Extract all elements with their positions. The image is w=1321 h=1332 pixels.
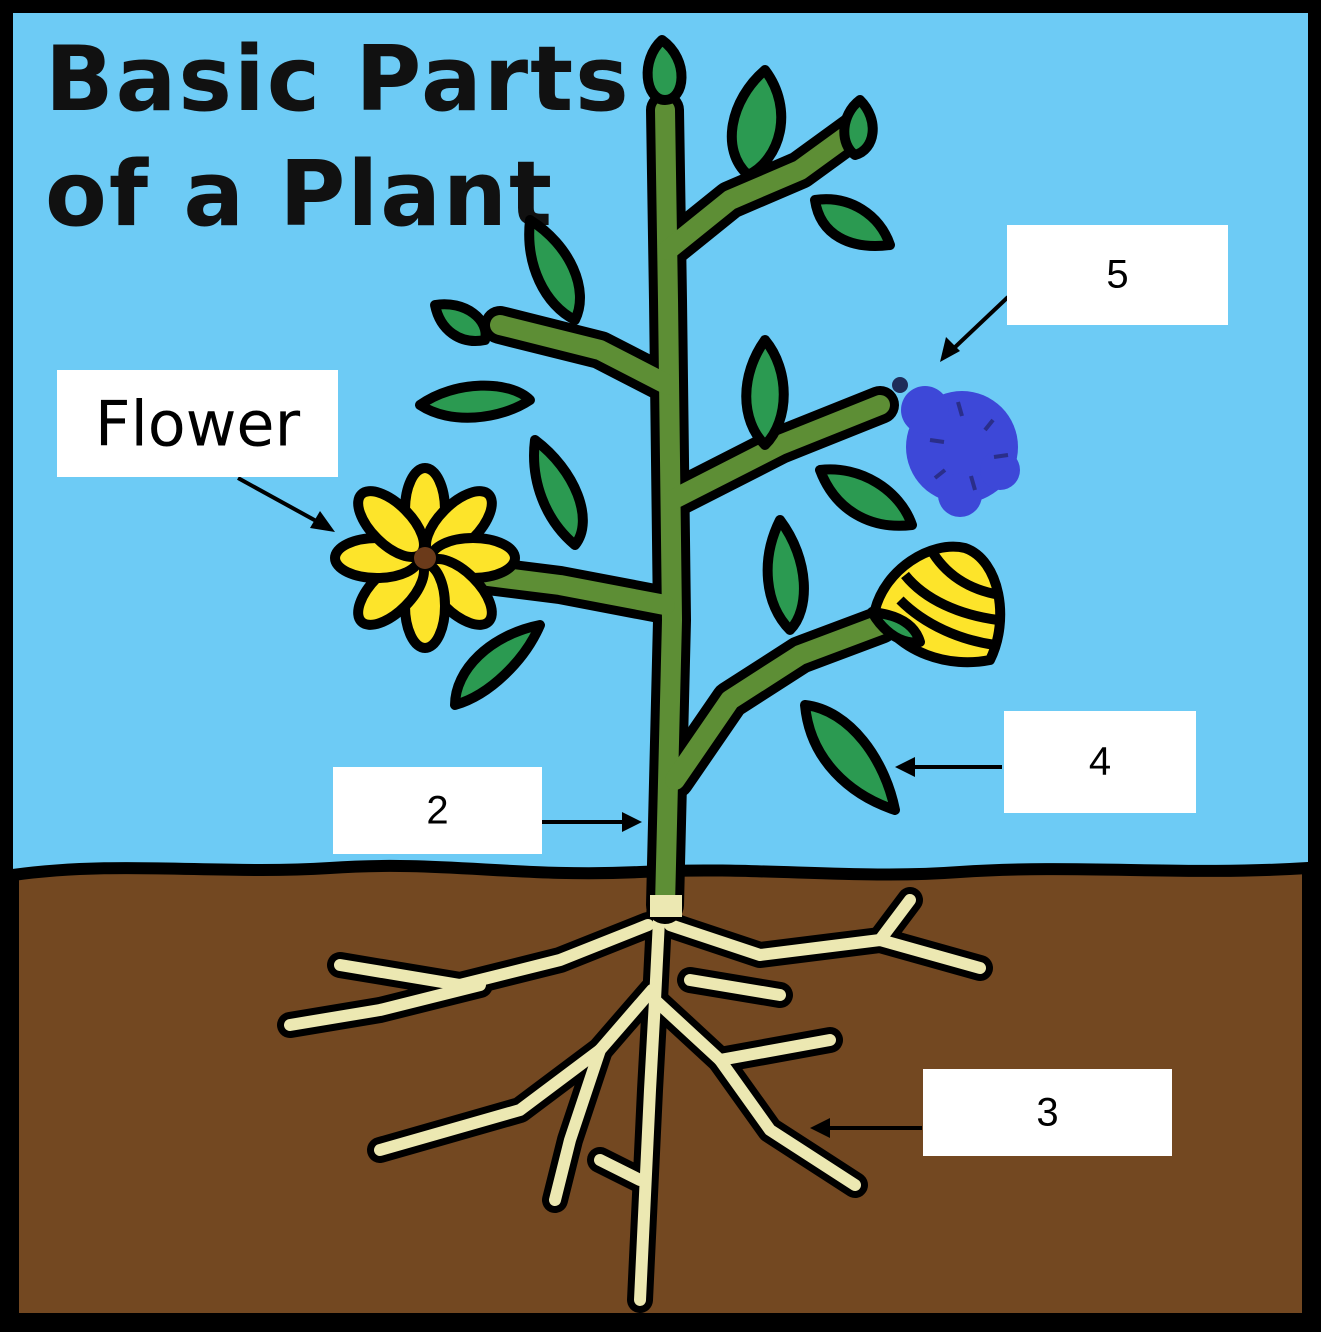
title-line-2: of a Plant — [45, 142, 554, 247]
label-box-flower: Flower — [57, 370, 338, 477]
label-box-2[interactable]: 2 — [333, 767, 542, 854]
label-flower: Flower — [57, 387, 338, 460]
yellow-flower-open — [335, 468, 515, 648]
label-3: 3 — [923, 1090, 1172, 1135]
leaf — [420, 386, 530, 418]
leaf — [648, 40, 682, 100]
label-box-3[interactable]: 3 — [923, 1069, 1172, 1156]
label-4: 4 — [1004, 740, 1196, 785]
label-box-4[interactable]: 4 — [1004, 711, 1196, 813]
label-2: 2 — [333, 788, 542, 833]
label-5: 5 — [1007, 253, 1228, 298]
title-line-1: Basic Parts — [45, 27, 631, 132]
leaf — [746, 340, 784, 445]
label-box-5[interactable]: 5 — [1007, 225, 1228, 325]
leaf — [844, 100, 872, 155]
